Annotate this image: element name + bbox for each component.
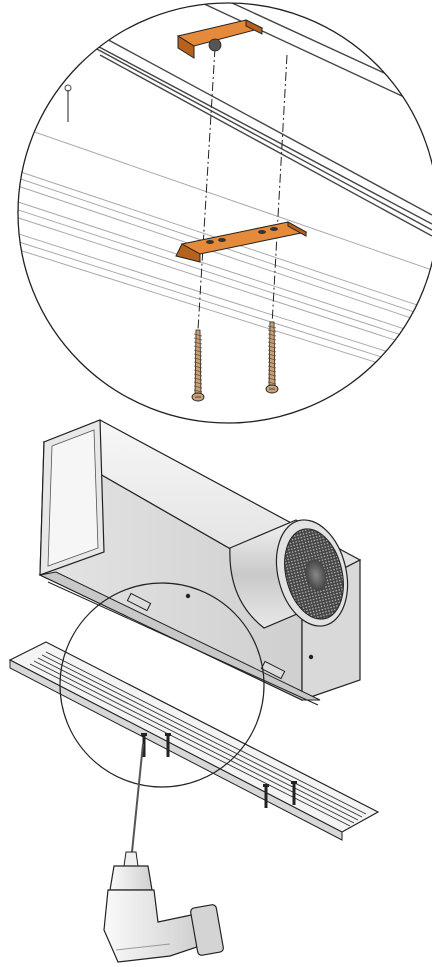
drill-chuck bbox=[109, 865, 153, 891]
detail-callout-circle bbox=[59, 582, 265, 788]
wood-screw bbox=[191, 329, 205, 402]
alignment-lines bbox=[197, 47, 288, 331]
mounting-screw bbox=[263, 784, 269, 808]
detail-circle-outline bbox=[17, 2, 432, 424]
power-drill bbox=[103, 743, 224, 963]
wood-screw bbox=[265, 321, 279, 394]
drill-battery bbox=[190, 904, 224, 956]
box-hole bbox=[308, 654, 314, 660]
lower-bracket bbox=[175, 221, 308, 263]
mounting-screw bbox=[165, 733, 171, 757]
duct-collar bbox=[229, 519, 349, 629]
drill-bit bbox=[131, 743, 144, 853]
installation-screws bbox=[141, 733, 297, 808]
detail-screws bbox=[191, 321, 279, 402]
mounting-screw bbox=[291, 781, 297, 805]
mounting-screw bbox=[141, 733, 147, 757]
collar-hub bbox=[305, 559, 327, 591]
grille-frame bbox=[8, 641, 380, 841]
drill-body bbox=[103, 889, 201, 963]
upper-bracket bbox=[176, 19, 264, 59]
box-bracket-right bbox=[260, 660, 286, 680]
detail-background bbox=[18, 3, 432, 402]
bracket-hole bbox=[208, 38, 222, 52]
ceiling-profile-lines bbox=[85, 3, 432, 237]
bracket-slots bbox=[206, 227, 278, 244]
installation-view bbox=[8, 419, 380, 963]
detail-view bbox=[17, 2, 432, 424]
box-bracket-left bbox=[126, 592, 152, 612]
grille-lines bbox=[18, 119, 432, 381]
box-hole bbox=[185, 593, 191, 599]
grille-slots bbox=[29, 651, 367, 827]
grille-end-detail bbox=[64, 84, 72, 122]
